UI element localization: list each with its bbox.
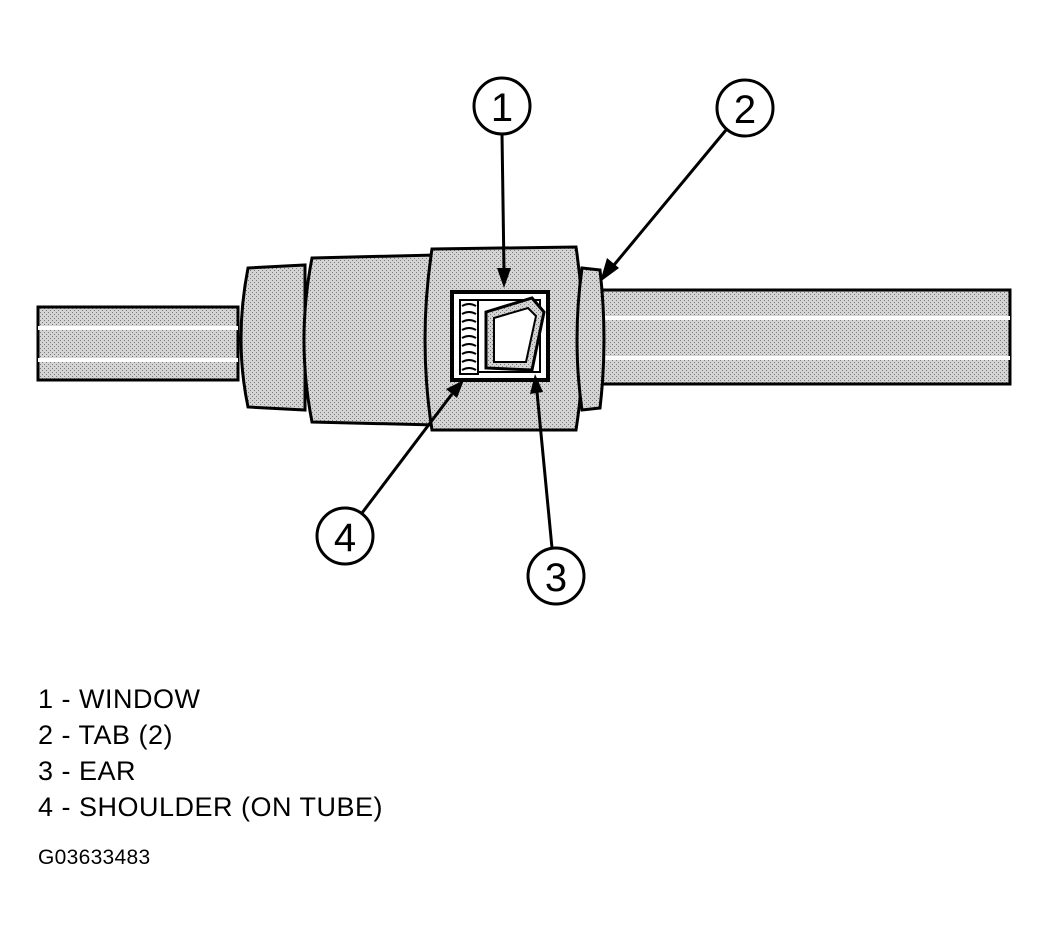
callout-4: 4 xyxy=(315,506,375,566)
callout-2: 2 xyxy=(715,78,775,138)
callout-4-number: 4 xyxy=(334,516,356,560)
legend: 1 - WINDOW 2 - TAB (2) 3 - EAR 4 - SHOUL… xyxy=(38,681,383,825)
legend-item-tab: 2 - TAB (2) xyxy=(38,720,174,750)
leader-line-3 xyxy=(530,374,554,549)
legend-item-window: 1 - WINDOW xyxy=(38,684,201,714)
connector-diagram: 1 2 3 4 xyxy=(36,76,1012,606)
figure-id: G03633483 xyxy=(38,846,151,869)
leader-line-1 xyxy=(497,133,511,288)
right-tube xyxy=(593,288,1012,386)
leader-line-2 xyxy=(600,129,728,282)
shoulder-ribs xyxy=(459,299,479,375)
callout-3: 3 xyxy=(526,546,586,606)
callout-2-number: 2 xyxy=(734,88,756,132)
leader-line-4 xyxy=(360,380,464,514)
left-tube xyxy=(36,305,240,382)
legend-item-ear: 3 - EAR xyxy=(38,756,137,786)
legend-item-shoulder: 4 - SHOULDER (ON TUBE) xyxy=(38,792,384,822)
callout-3-number: 3 xyxy=(545,556,567,600)
callout-1: 1 xyxy=(472,76,532,136)
ear xyxy=(484,296,546,372)
callout-1-number: 1 xyxy=(491,86,513,130)
